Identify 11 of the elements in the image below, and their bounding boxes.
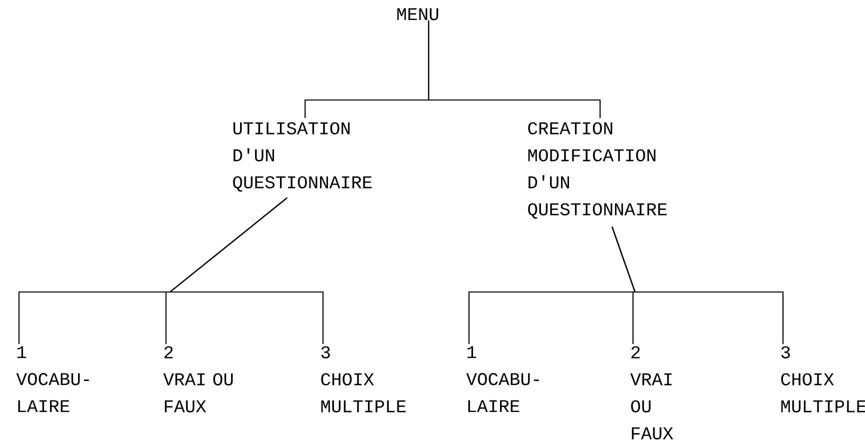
- connector-line: [428, 20, 601, 118]
- submenu-option: 2 VRAI OU FAUX: [630, 346, 674, 440]
- menu-option: UTILISATION D'UN QUESTIONNAIRE: [233, 122, 372, 192]
- menu-label: MENU: [397, 8, 438, 20]
- menu-option: CREATION MODIFICATION D'UN QUESTIONNAIRE: [528, 122, 667, 219]
- submenu-option: 1 VOCABU- LAIRE: [16, 346, 89, 412]
- connector-line: [612, 226, 784, 344]
- submenu-option: 2 VRAI OU FAUX: [163, 346, 233, 412]
- submenu-option: 3 CHOIX MULTIPLE: [321, 346, 406, 412]
- connector-line: [168, 197, 324, 344]
- submenu-option: 1 VOCABU- LAIRE: [466, 346, 539, 412]
